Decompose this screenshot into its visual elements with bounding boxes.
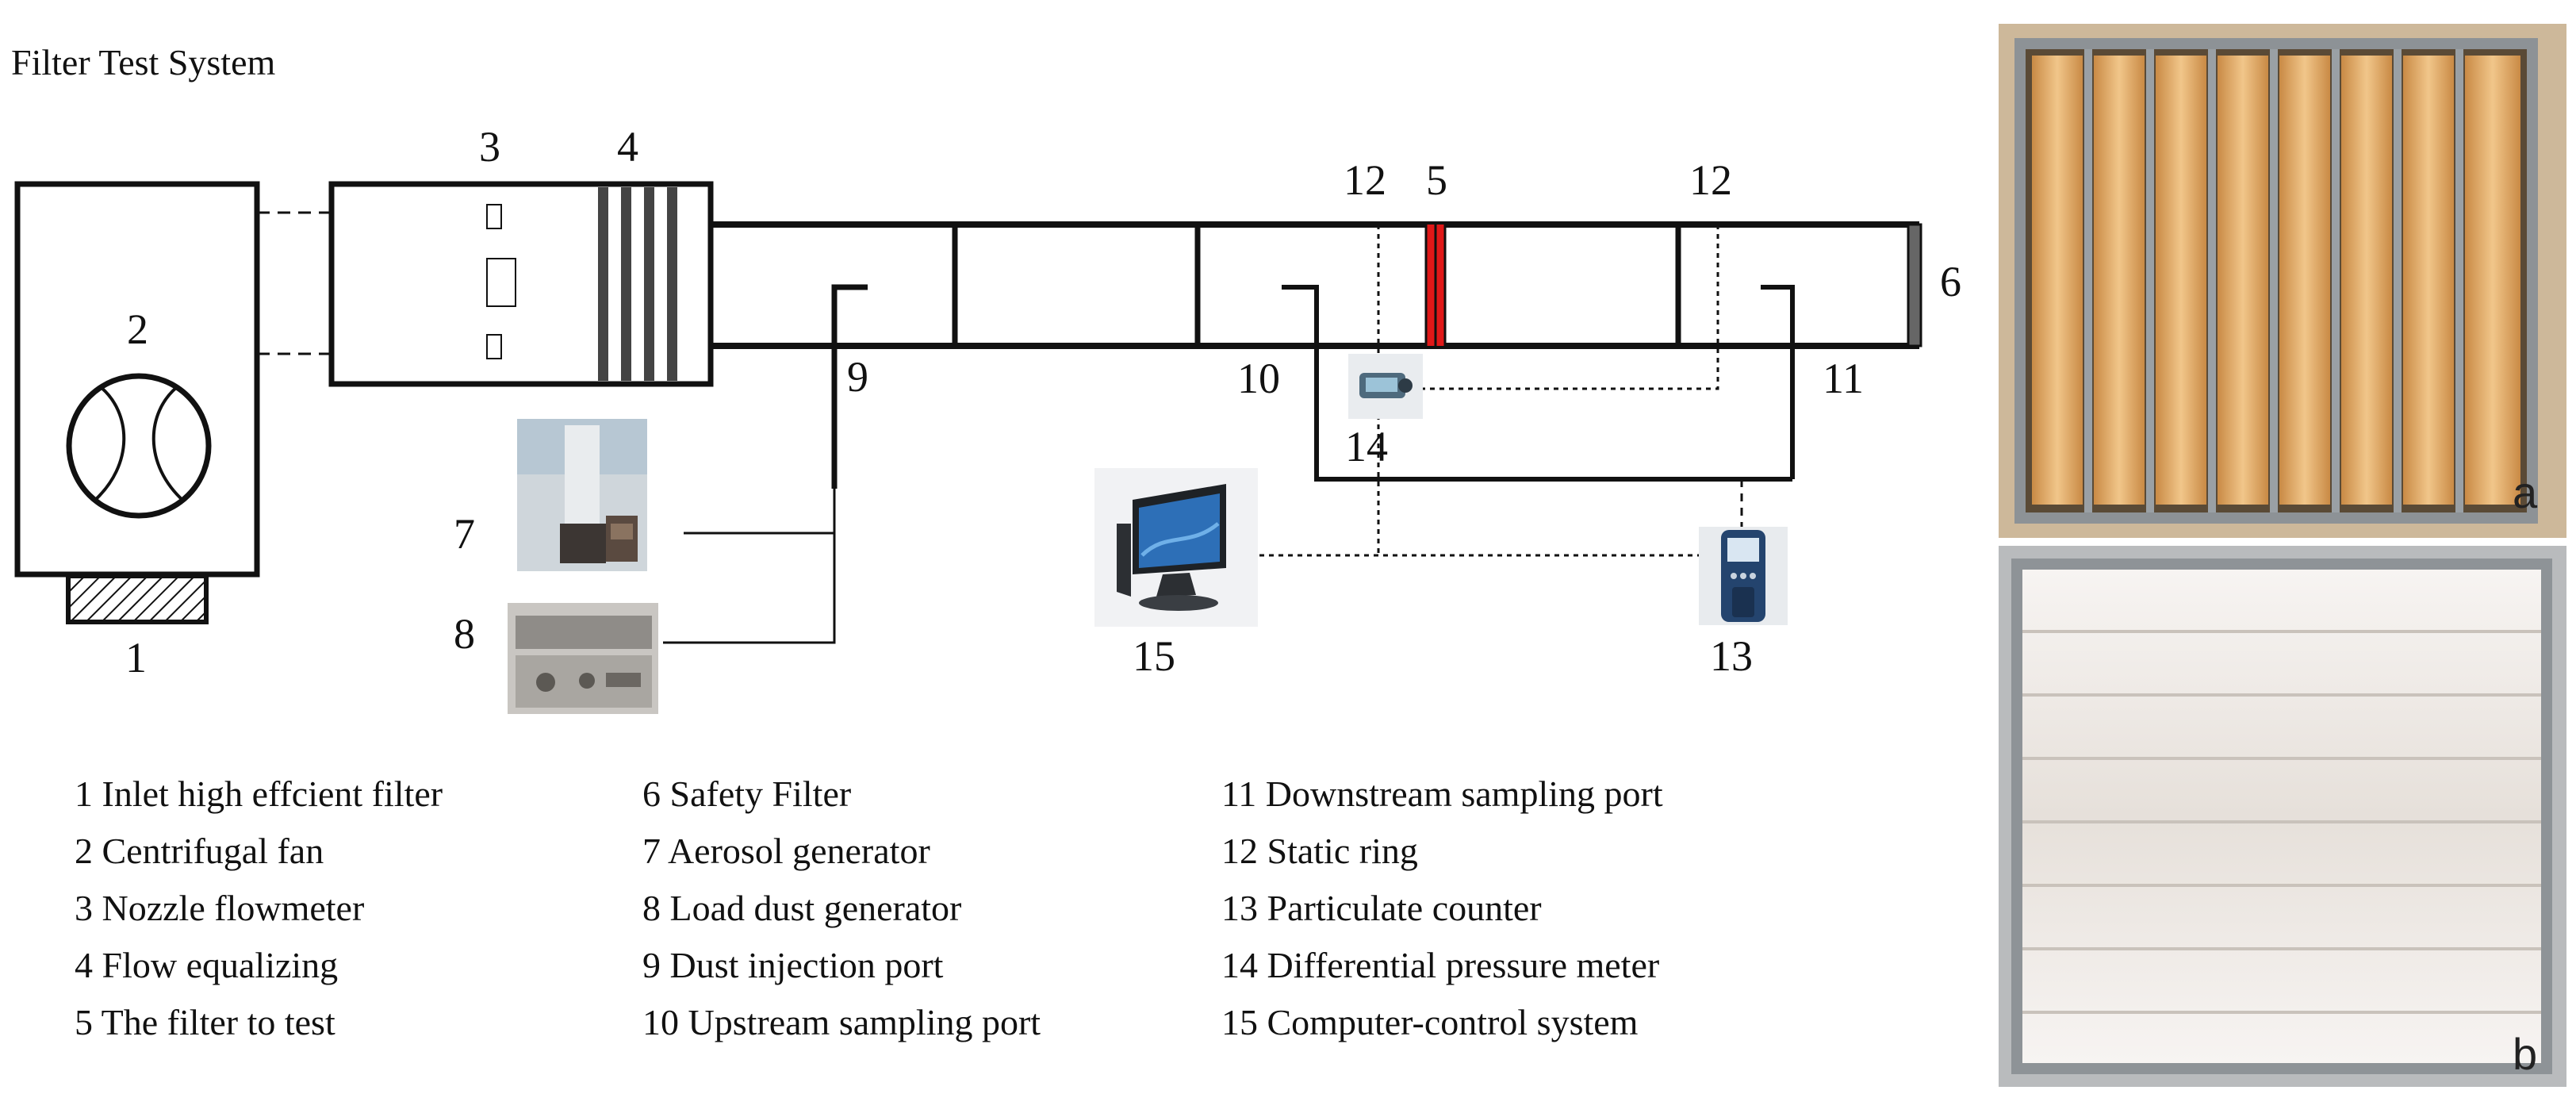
static-ring-downstream-line xyxy=(1409,225,1719,390)
legend-item-11: 11 Downstream sampling port xyxy=(1221,773,1663,814)
particulate-counter-icon xyxy=(1699,527,1788,625)
aerosol-generator-icon xyxy=(517,419,647,571)
legend-item-4: 4 Flow equalizing xyxy=(75,945,339,985)
legend-item-1: 1 Inlet high effcient filter xyxy=(75,773,443,814)
label-9: 9 xyxy=(847,353,868,401)
legend-item-13: 13 Particulate counter xyxy=(1221,888,1542,928)
centrifugal-fan-icon xyxy=(66,373,212,519)
injection-feed-line xyxy=(684,489,836,535)
injection-feed-line xyxy=(663,533,836,644)
nozzle-middle xyxy=(486,258,516,307)
flowmeter-section xyxy=(328,181,714,387)
filter-bag xyxy=(2279,56,2330,505)
nozzle-small-top xyxy=(486,204,502,229)
computer-icon xyxy=(1094,468,1258,627)
label-7: 7 xyxy=(454,510,475,558)
label-12-upstream: 12 xyxy=(1344,156,1386,204)
filter-bag xyxy=(2156,56,2206,505)
label-10: 10 xyxy=(1237,355,1280,402)
filter-bag xyxy=(2094,56,2145,505)
nozzle-small-bottom xyxy=(486,334,502,359)
fan-blade-right xyxy=(151,386,186,503)
legend-item-12: 12 Static ring xyxy=(1221,831,1418,871)
legend-item-3: 3 Nozzle flowmeter xyxy=(75,888,365,928)
dust-injection-port xyxy=(831,284,868,489)
figure-title: Filter Test System xyxy=(11,42,276,83)
legend-item-10: 10 Upstream sampling port xyxy=(642,1002,1041,1042)
photo-label-b: b xyxy=(2513,1029,2538,1079)
differential-pressure-meter-icon xyxy=(1348,354,1423,419)
bag-filter-photo xyxy=(1999,24,2566,538)
safety-filter xyxy=(1907,223,1922,347)
legend-item-8: 8 Load dust generator xyxy=(642,888,962,928)
label-13: 13 xyxy=(1710,632,1753,680)
label-15: 15 xyxy=(1133,632,1175,680)
legend-item-14: 14 Differential pressure meter xyxy=(1221,945,1660,985)
filter-bag xyxy=(2403,56,2454,505)
equalizer-plate xyxy=(598,187,608,381)
photo-label-a: a xyxy=(2513,467,2538,517)
inlet-filter xyxy=(66,574,209,624)
legend-item-6: 6 Safety Filter xyxy=(642,773,852,814)
label-1: 1 xyxy=(125,634,147,681)
hepa-filter-photo xyxy=(1999,546,2566,1087)
label-12-downstream: 12 xyxy=(1689,156,1732,204)
filter-bag xyxy=(2465,56,2520,505)
label-8: 8 xyxy=(454,610,475,658)
label-11: 11 xyxy=(1823,355,1864,402)
legend-item-15: 15 Computer-control system xyxy=(1221,1002,1639,1042)
upstream-sampling-port xyxy=(1282,285,1792,482)
load-dust-generator-icon xyxy=(508,603,658,714)
legend-item-5: 5 The filter to test xyxy=(75,1002,335,1042)
filter-bag xyxy=(2341,56,2392,505)
label-2: 2 xyxy=(127,305,148,353)
legend-item-7: 7 Aerosol generator xyxy=(642,831,930,871)
label-4: 4 xyxy=(617,123,638,171)
equalizer-plate xyxy=(621,187,631,381)
fan-blade-left xyxy=(92,386,126,503)
legend-item-9: 9 Dust injection port xyxy=(642,945,944,985)
label-14: 14 xyxy=(1345,423,1388,470)
legend-item-2: 2 Centrifugal fan xyxy=(75,831,324,871)
label-5: 5 xyxy=(1426,156,1447,204)
downstream-sampling-port xyxy=(1761,285,1795,479)
filter-bag xyxy=(2218,56,2268,505)
equalizer-plate xyxy=(644,187,654,381)
filter-bag xyxy=(2032,56,2083,505)
label-6: 6 xyxy=(1940,258,1961,305)
label-3: 3 xyxy=(479,123,500,171)
equalizer-plate xyxy=(667,187,677,381)
